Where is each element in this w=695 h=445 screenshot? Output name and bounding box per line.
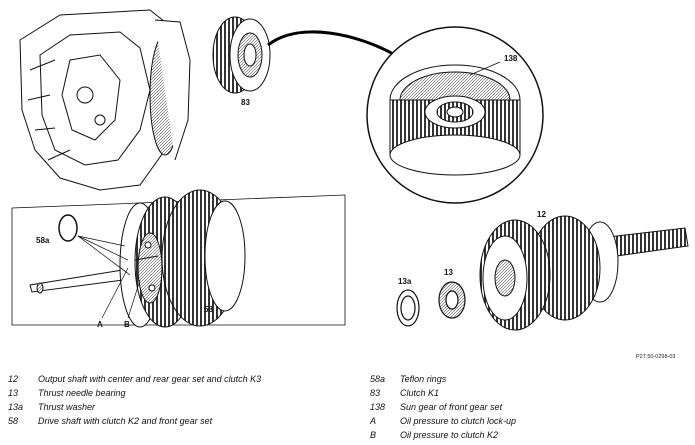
leader-lines bbox=[77, 235, 141, 319]
thrust-washer-drawing bbox=[396, 289, 420, 327]
figure-reference-code: P27.50-0298-03 bbox=[636, 354, 676, 360]
connector-curve bbox=[267, 30, 396, 57]
output-shaft-drawing bbox=[479, 215, 689, 331]
callout-83: 83 bbox=[241, 98, 250, 107]
callout-58a: 58a bbox=[36, 236, 50, 245]
callout-58: 58 bbox=[204, 305, 213, 314]
drive-shaft-k2-drawing bbox=[29, 189, 246, 328]
teflon-ring-drawing bbox=[58, 214, 78, 242]
callout-13: 13 bbox=[444, 268, 453, 277]
callout-13a: 13a bbox=[398, 277, 412, 286]
clutch-k1-drawing bbox=[212, 16, 271, 94]
callout-138: 138 bbox=[504, 54, 518, 63]
callout-b: B bbox=[124, 320, 130, 329]
callout-12: 12 bbox=[537, 210, 546, 219]
transmission-housing bbox=[19, 9, 191, 191]
assembly-bracket bbox=[11, 194, 346, 326]
thrust-bearing-drawing bbox=[438, 281, 466, 319]
detail-magnifier bbox=[366, 26, 544, 204]
callout-a: A bbox=[97, 320, 103, 329]
